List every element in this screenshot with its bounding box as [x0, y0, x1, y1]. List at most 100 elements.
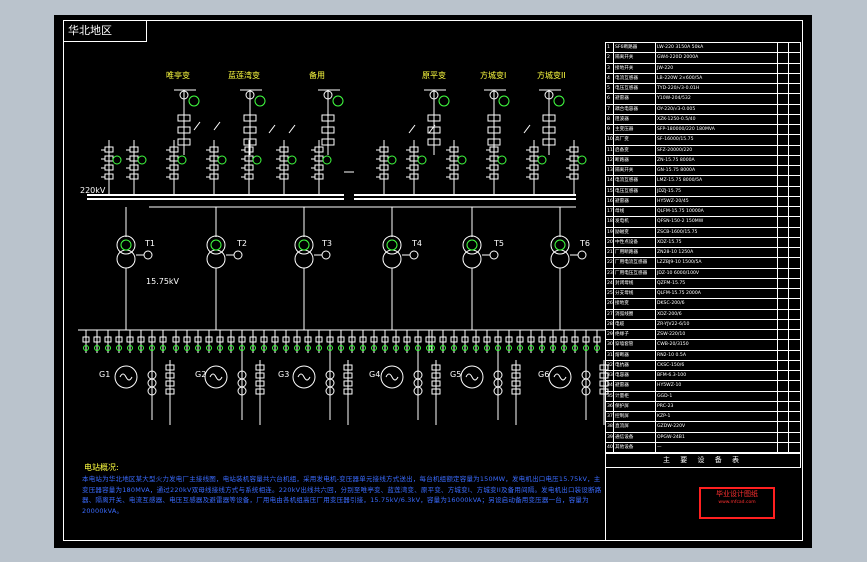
bay-ct-11	[497, 155, 507, 165]
bay-ct-13	[577, 155, 587, 165]
equipment-qty-cell	[778, 278, 789, 288]
equipment-qty-cell	[778, 299, 789, 309]
gen-branch-ct-6	[517, 345, 523, 351]
gen-branch-switch-2	[205, 336, 213, 343]
equipment-spec: ZR-YJV22-6/10	[656, 319, 778, 329]
generator-label-6: G6	[538, 370, 550, 379]
busbar-voltage-label: 220kV	[80, 186, 106, 195]
equipment-spec: GZDW-220V	[656, 422, 778, 432]
gen-branch-ct-2	[195, 345, 201, 351]
gen-branch-switch-4	[348, 336, 356, 343]
generator-label-3: G3	[278, 370, 290, 379]
transformer-winding-hv-1	[116, 235, 136, 255]
feeder-label-4: 原平变	[422, 71, 446, 80]
feeder-switch-2	[243, 126, 257, 134]
gen-branch-ct-3	[316, 345, 322, 351]
isolator-5	[408, 124, 416, 134]
feeder-vt-6	[553, 95, 565, 107]
equipment-qty-cell	[778, 196, 789, 206]
equipment-spec: CKSC-150/6	[656, 360, 778, 370]
equipment-qty-cell	[778, 422, 789, 432]
equipment-index: 33	[606, 371, 614, 381]
feeder-switch-3	[321, 126, 335, 134]
equipment-spec: OY-220/√3-0.005	[656, 104, 778, 114]
feeder-label-6: 方城变II	[537, 71, 566, 80]
transformer-core-6	[554, 239, 566, 251]
equipment-name: 保护屏	[614, 401, 656, 411]
equipment-spec: JDZJ-15.75	[656, 186, 778, 196]
feeder-ct-2	[245, 90, 255, 100]
equipment-name: 接地变	[614, 299, 656, 309]
transformer-aux-6	[577, 250, 587, 260]
equipment-spec: —	[656, 442, 778, 452]
feeder-switch-1	[177, 138, 191, 146]
transformer-winding-lv-3	[294, 249, 314, 269]
gen-branch-switch-2	[172, 336, 180, 343]
equipment-name: 电缆	[614, 319, 656, 329]
gen-branch-switch-1	[137, 336, 145, 343]
generator-2	[204, 365, 228, 389]
gen-branch-ct-2	[217, 345, 223, 351]
feeder-switch-6	[542, 114, 556, 122]
generator-sine-1	[119, 373, 133, 381]
gen-branch-switch-5	[439, 336, 447, 343]
gen-branch-ct-6	[539, 345, 545, 351]
equipment-name: 母线	[614, 207, 656, 217]
equipment-qty-cell	[778, 371, 789, 381]
transformer-aux-5	[489, 250, 499, 260]
feeder-ct-3	[323, 90, 333, 100]
generator-sine-5	[465, 373, 479, 381]
transformer-aux-2	[233, 250, 243, 260]
equipment-spec: XZK-1250-0.5/40	[656, 114, 778, 124]
equipment-index: 32	[606, 360, 614, 370]
gen-branch-switch-2	[216, 336, 224, 343]
equipment-name: 阻波器	[614, 114, 656, 124]
equipment-name: 中性点设备	[614, 237, 656, 247]
transformer-label-3: T3	[322, 239, 332, 248]
equipment-qty-cell	[778, 442, 789, 452]
equipment-index: 4	[606, 73, 614, 83]
equipment-qty-cell	[778, 145, 789, 155]
gen-branch-switch-1	[148, 336, 156, 343]
equipment-table-title: 主 要 设 备 表	[605, 454, 801, 468]
generator-3	[292, 365, 316, 389]
gen-branch-ct-6	[528, 345, 534, 351]
feeder-switch-1	[177, 114, 191, 122]
gen-branch-switch-6	[549, 336, 557, 343]
gen-branch-ct-2	[173, 345, 179, 351]
equipment-index: 16	[606, 196, 614, 206]
gen-branch-switch-3	[337, 336, 345, 343]
equipment-spec: LMZ-15.75 8000/5A	[656, 176, 778, 186]
transformer-core-2	[210, 239, 222, 251]
gen-branch-switch-5	[472, 336, 480, 343]
equipment-index: 34	[606, 381, 614, 391]
feeder-label-5: 方城变I	[480, 71, 507, 80]
gen-branch-switch-6	[560, 336, 568, 343]
gen-branch-ct-3	[294, 345, 300, 351]
equipment-spec: SFZ-20000/220	[656, 145, 778, 155]
gen-branch-ct-1	[138, 345, 144, 351]
gen-branch-switch-3	[271, 336, 279, 343]
gen-branch-ct-3	[327, 345, 333, 351]
gen-branch-ct-6	[572, 345, 578, 351]
gen-aux-winding-4	[413, 386, 423, 396]
gen-branch-ct-3	[338, 345, 344, 351]
equipment-name: 控制屏	[614, 412, 656, 422]
equipment-index: 9	[606, 125, 614, 135]
equipment-qty-cell	[778, 340, 789, 350]
equipment-qty-cell	[778, 63, 789, 73]
generator-label-5: G5	[450, 370, 462, 379]
transformer-winding-hv-3	[294, 235, 314, 255]
bay-ct-4	[217, 155, 227, 165]
equipment-index: 20	[606, 237, 614, 247]
